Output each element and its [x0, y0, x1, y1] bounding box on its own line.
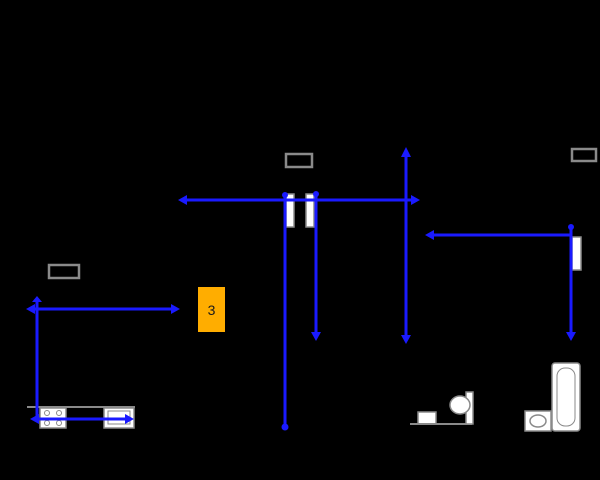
label-box-icon	[570, 147, 598, 163]
toilet-icon	[449, 391, 474, 425]
door-icon	[305, 193, 315, 228]
route-far-right	[425, 224, 576, 341]
route-vertical-center-left	[281, 192, 289, 431]
route-left-room	[26, 296, 180, 420]
washbasin-icon	[524, 410, 552, 432]
bathtub-icon	[551, 362, 581, 432]
label-box-icon	[47, 263, 81, 280]
label-box-icon	[284, 152, 314, 169]
vanity-icon	[410, 411, 472, 425]
step-badge: 3	[198, 287, 225, 332]
route-vertical-right	[401, 147, 411, 344]
step-badge-label: 3	[207, 301, 216, 318]
route-kitchen-counter	[30, 414, 134, 424]
door-icon	[571, 236, 582, 271]
route-horizontal-top	[178, 195, 420, 205]
route-vertical-center	[311, 191, 321, 341]
badge-background	[198, 287, 225, 332]
